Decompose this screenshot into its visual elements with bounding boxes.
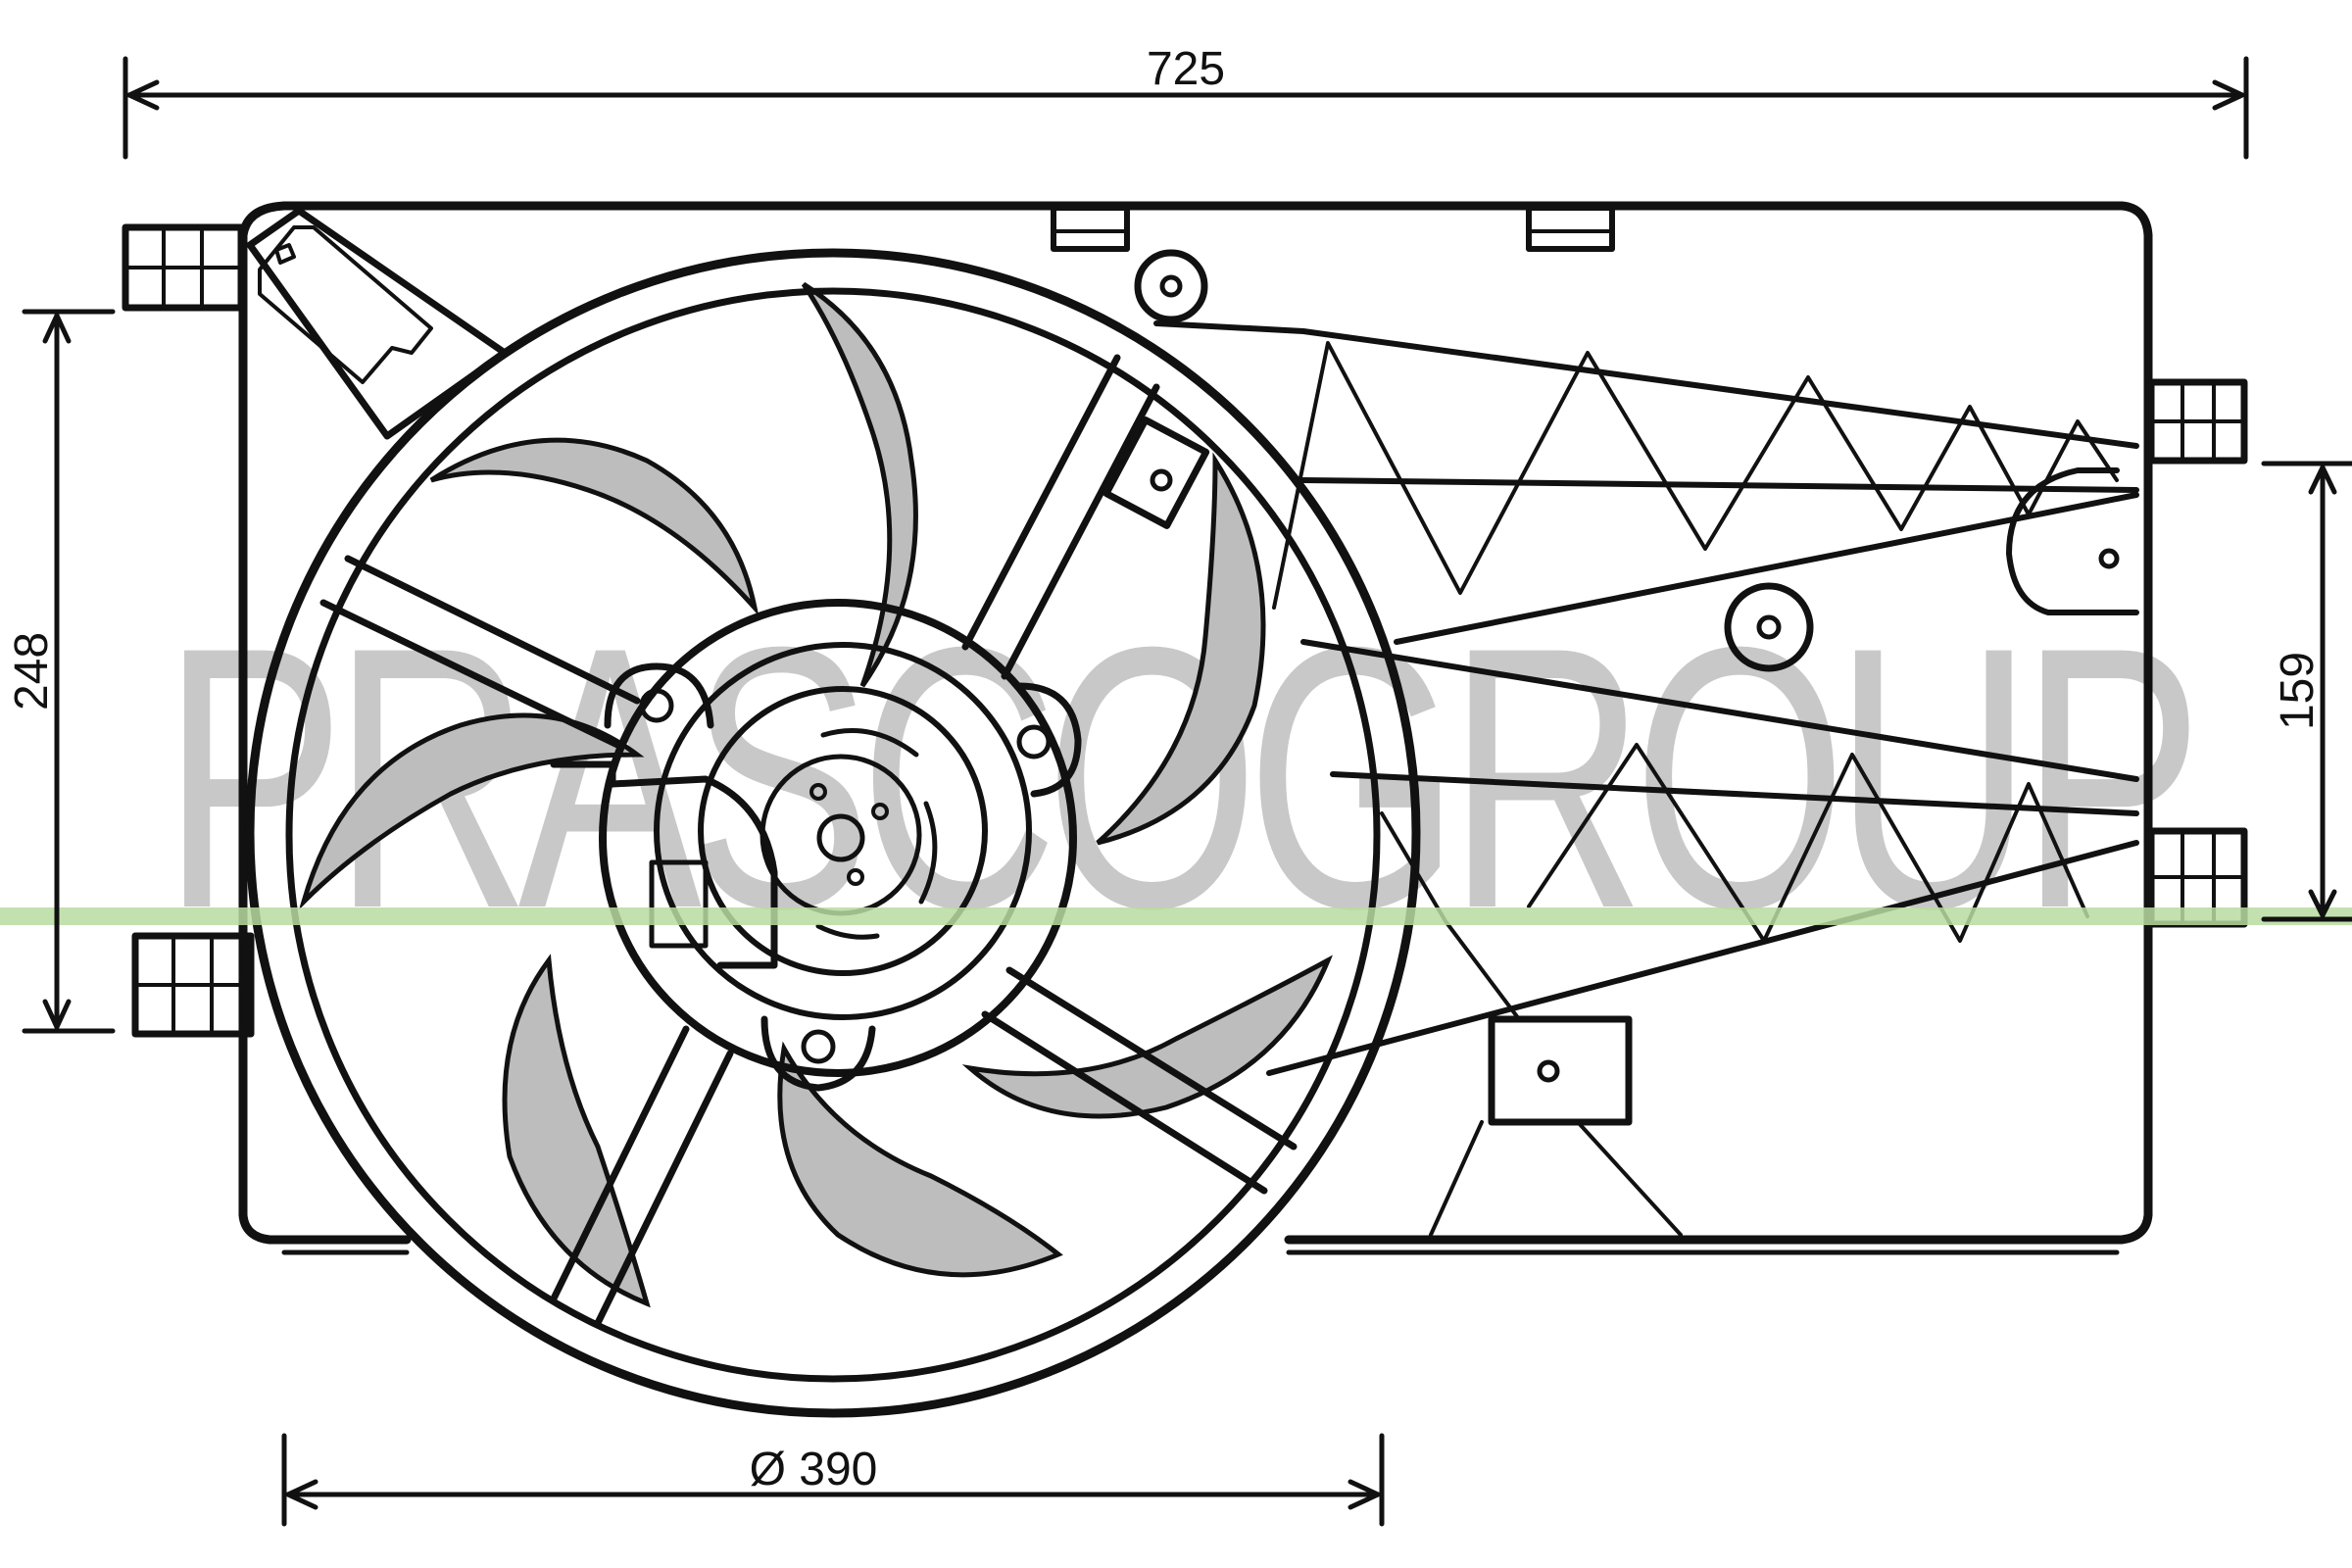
shroud-frame: [238, 201, 2153, 1255]
dimension-label-725: 725: [1147, 43, 1225, 95]
connector-housing: [246, 207, 509, 440]
mounting-lug-bottom-left: [131, 932, 255, 1038]
mounting-lug-top-left: [122, 223, 245, 312]
fan-shroud-ring: [245, 248, 1421, 1418]
dimension-label-248: 248: [6, 632, 58, 710]
fan-blades: [298, 281, 1333, 1308]
dimension-label-159: 159: [2272, 652, 2324, 730]
dimension-label-diameter-390: Ø 390: [750, 1444, 878, 1495]
dimension-overall-width: 725: [122, 43, 2249, 160]
dimension-fan-diameter: Ø 390: [281, 1433, 1385, 1527]
dimension-right-height: 159: [2261, 461, 2352, 922]
mounting-lug-top-right: [2147, 378, 2248, 465]
fan-spokes: [319, 354, 1298, 1327]
upper-truss: [1153, 320, 2139, 1237]
fan-hub: [550, 599, 1082, 1092]
dimension-left-height: 248: [6, 309, 116, 1034]
